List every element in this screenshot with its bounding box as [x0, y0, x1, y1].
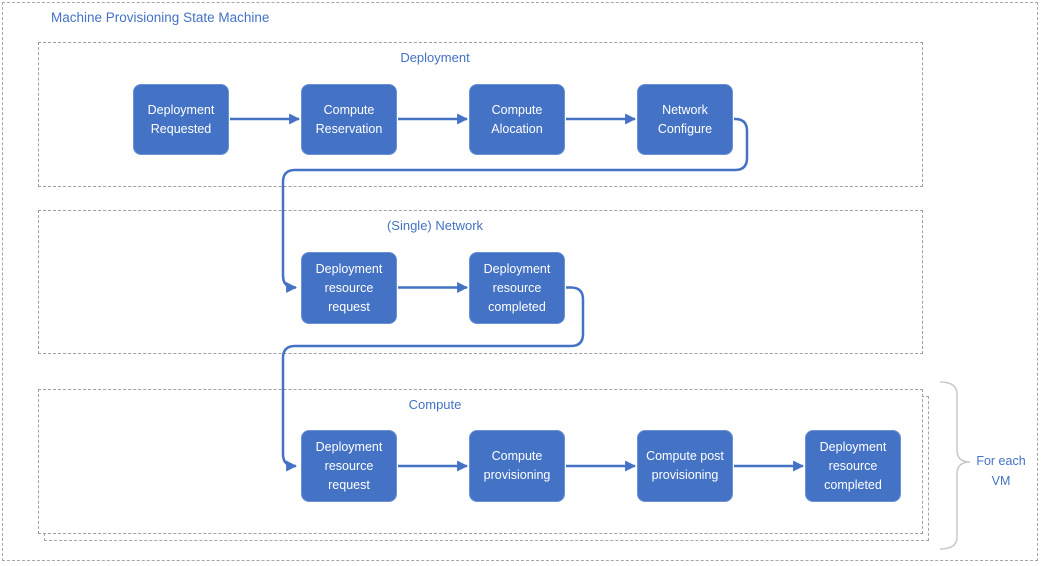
- node-deployment-requested: Deployment Requested: [133, 84, 229, 155]
- node-network-resource-completed: Deployment resource completed: [469, 252, 565, 324]
- node-network-configure: Network Configure: [637, 84, 733, 155]
- for-each-vm-line1: For each: [976, 454, 1026, 468]
- node-compute-provisioning: Compute provisioning: [469, 430, 565, 502]
- diagram-title: Machine Provisioning State Machine: [51, 10, 270, 25]
- node-compute-reservation: Compute Reservation: [301, 84, 397, 155]
- node-compute-post-provisioning: Compute post provisioning: [637, 430, 733, 502]
- section-label-compute: Compute: [408, 397, 462, 412]
- node-compute-resource-request: Deployment resource request: [301, 430, 397, 502]
- section-label-deployment: Deployment: [400, 50, 470, 65]
- for-each-vm-label: For each VM: [969, 451, 1033, 491]
- section-label-network: (Single) Network: [386, 218, 484, 233]
- node-network-resource-request: Deployment resource request: [301, 252, 397, 324]
- node-compute-resource-completed: Deployment resource completed: [805, 430, 901, 502]
- node-compute-alocation: Compute Alocation: [469, 84, 565, 155]
- for-each-vm-line2: VM: [991, 474, 1011, 488]
